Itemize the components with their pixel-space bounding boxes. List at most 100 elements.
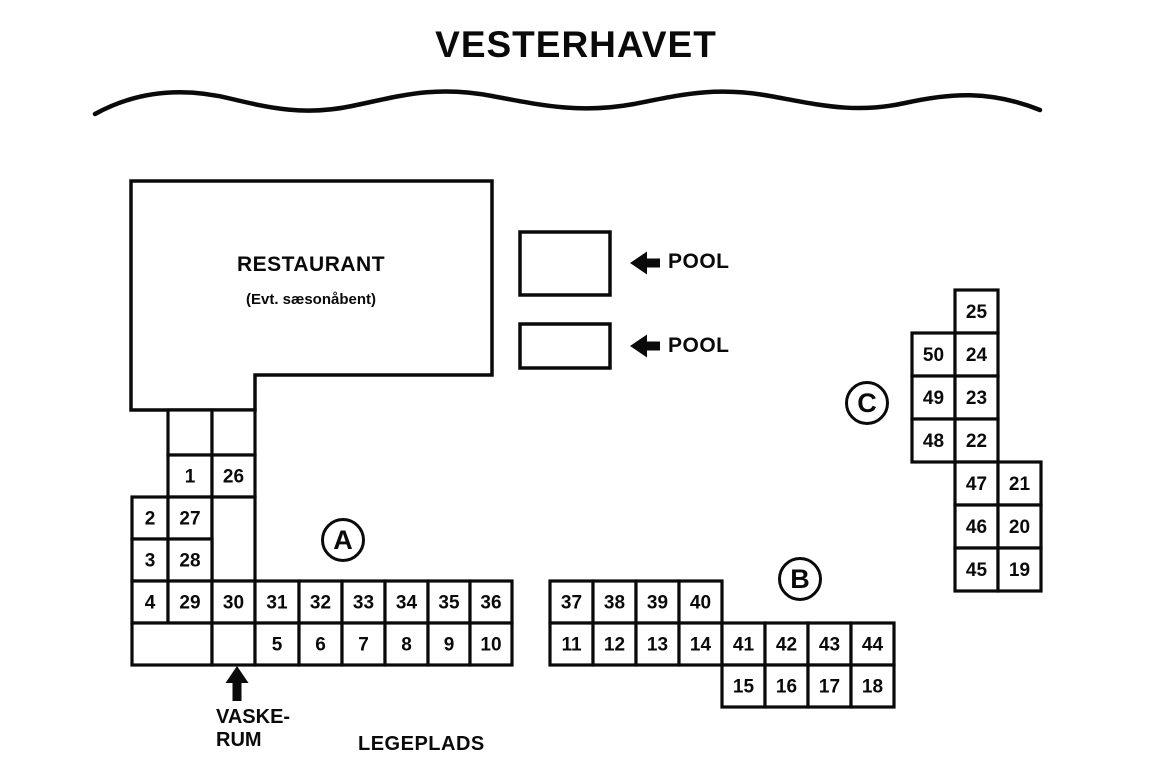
- plot-cell-26: 26: [210, 453, 257, 499]
- plot-cell-rect-40: [677, 579, 724, 625]
- plot-cell-number: 49: [923, 388, 944, 409]
- plot-cell-number: 14: [690, 635, 712, 656]
- plot-cell-rect-28: [166, 537, 214, 583]
- plot-cell-number: 32: [310, 593, 331, 614]
- plot-cell-number: 19: [1009, 560, 1030, 581]
- plot-cell-12: 12: [591, 621, 638, 667]
- plot-cell-number: 3: [145, 551, 156, 572]
- plot-cell-5: 5: [253, 621, 301, 667]
- plot-cell-number: 16: [776, 677, 797, 698]
- plot-cell-number: 48: [923, 431, 944, 452]
- playground-label: LEGEPLADS: [358, 733, 485, 755]
- plot-cell-44: 44: [849, 621, 896, 667]
- plot-cell-number: 5: [272, 635, 283, 656]
- plot-cell-49: 49: [910, 374, 957, 421]
- plot-cell-4: 4: [130, 579, 170, 625]
- plot-cell-30: 30: [210, 579, 257, 625]
- empty-cell: [130, 621, 214, 667]
- plot-cell-number: 39: [647, 593, 668, 614]
- plot-cell-rect-32: [297, 579, 344, 625]
- plot-cell-38: 38: [591, 579, 638, 625]
- empty-cell-rect: [130, 621, 214, 667]
- plot-cell-number: 18: [862, 677, 883, 698]
- plot-cell-17: 17: [806, 663, 853, 709]
- empty-cell-rect: [166, 408, 214, 457]
- laundry-label: VASKE- RUM: [216, 706, 290, 752]
- plot-cell-47: 47: [953, 460, 1000, 507]
- plot-cell-number: 20: [1009, 517, 1030, 538]
- plot-cell-rect-36: [468, 579, 514, 625]
- plot-cell-number: 35: [438, 593, 460, 614]
- plot-cell-number: 8: [401, 635, 412, 656]
- plot-cell-22: 22: [953, 417, 1000, 464]
- plot-cell-6: 6: [297, 621, 344, 667]
- coastline-wave: [92, 89, 1043, 117]
- plot-cell-rect-25: [953, 288, 1000, 335]
- plot-cell-number: 30: [223, 593, 244, 614]
- plot-cell-15: 15: [720, 663, 767, 709]
- plot-cell-number: 23: [966, 388, 987, 409]
- plot-cell-28: 28: [166, 537, 214, 583]
- plot-cell-number: 24: [966, 345, 988, 366]
- plot-cell-rect-6: [297, 621, 344, 667]
- empty-cell-rect: [210, 621, 257, 667]
- pool-arrow-icon: [630, 334, 660, 358]
- plot-cell-rect-14: [677, 621, 724, 667]
- pool-1-label: POOL: [668, 250, 730, 273]
- plot-cell-number: 27: [179, 509, 200, 530]
- plot-cell-13: 13: [634, 621, 681, 667]
- plot-cell-18: 18: [849, 663, 896, 709]
- empty-cell-rect: [210, 408, 257, 457]
- plot-cell-number: 11: [561, 635, 582, 656]
- restaurant-label: RESTAURANT: [236, 253, 386, 276]
- plot-cell-number: 33: [353, 593, 374, 614]
- plot-cell-rect-19: [996, 546, 1043, 593]
- plot-cell-3: 3: [130, 537, 170, 583]
- laundry-label-line1: VASKE-: [216, 706, 291, 728]
- empty-cell: [210, 621, 257, 667]
- plot-cell-11: 11: [548, 621, 595, 667]
- plot-cell-rect-29: [166, 579, 214, 625]
- plot-cell-number: 45: [966, 560, 988, 581]
- plot-cell-rect-20: [996, 503, 1043, 550]
- plot-cell-number: 25: [966, 302, 988, 323]
- empty-cell: [210, 495, 257, 583]
- plot-cell-rect-42: [763, 621, 810, 667]
- empty-cell-rect: [210, 495, 257, 583]
- plot-cell-rect-11: [548, 621, 595, 667]
- plot-cell-36: 36: [468, 579, 514, 625]
- plot-cell-number: 17: [819, 677, 840, 698]
- pool-2: [518, 322, 612, 370]
- plot-cell-number: 4: [145, 593, 156, 614]
- plot-cell-25: 25: [953, 288, 1000, 335]
- restaurant-building: [129, 179, 494, 412]
- plot-cell-rect-24: [953, 331, 1000, 378]
- plot-cell-10: 10: [468, 621, 514, 667]
- plot-cell-number: 7: [358, 635, 369, 656]
- plot-cell-rect-15: [720, 663, 767, 709]
- plot-cell-number: 2: [145, 509, 156, 530]
- plot-cell-number: 26: [223, 467, 244, 488]
- plot-cell-32: 32: [297, 579, 344, 625]
- plot-cell-rect-33: [340, 579, 387, 625]
- plot-cell-46: 46: [953, 503, 1000, 550]
- page-title: VESTERHAVET: [435, 24, 717, 65]
- pool-2-label: POOL: [668, 334, 730, 357]
- plot-cell-41: 41: [720, 621, 767, 667]
- pool-arrow-icon: [630, 251, 660, 275]
- plot-cell-27: 27: [166, 495, 214, 541]
- plot-cell-9: 9: [426, 621, 472, 667]
- plot-cell-19: 19: [996, 546, 1043, 593]
- plot-cell-number: 44: [862, 635, 884, 656]
- plot-cell-rect-26: [210, 453, 257, 499]
- section-a-badge: A: [321, 518, 365, 562]
- plot-cell-number: 21: [1009, 474, 1031, 495]
- plot-cell-number: 28: [179, 551, 200, 572]
- empty-cell: [210, 408, 257, 457]
- plot-cell-2: 2: [130, 495, 170, 541]
- plot-cell-number: 50: [923, 345, 944, 366]
- plot-cell-1: 1: [166, 453, 214, 499]
- plot-cell-number: 40: [690, 593, 711, 614]
